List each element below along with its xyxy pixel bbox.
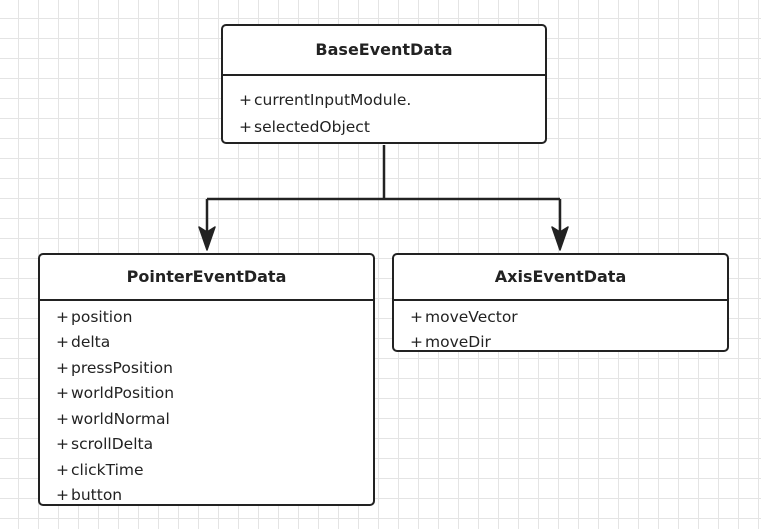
visibility-public: + xyxy=(56,333,69,352)
visibility-public: + xyxy=(56,486,69,505)
attribute-row: +currentInputModule. xyxy=(223,86,545,113)
visibility-public: + xyxy=(56,384,69,403)
visibility-public: + xyxy=(56,460,69,479)
class-box-base-event-data[interactable]: BaseEventData +currentInputModule. +sele… xyxy=(221,24,547,144)
attribute-row: +moveDir xyxy=(394,330,727,356)
attribute-row: +scrollDelta xyxy=(40,432,373,458)
attribute-row: +clickTime xyxy=(40,457,373,483)
class-name-base-event-data: BaseEventData xyxy=(223,26,545,76)
visibility-public: + xyxy=(410,333,423,352)
attribute-row: +worldPosition xyxy=(40,381,373,407)
arrowhead-to-axis xyxy=(551,226,569,251)
visibility-public: + xyxy=(410,307,423,326)
visibility-public: + xyxy=(239,90,252,109)
attribute-row: +pressPosition xyxy=(40,355,373,381)
attribute-row: +worldNormal xyxy=(40,406,373,432)
class-name-pointer-event-data: PointerEventData xyxy=(40,255,373,301)
attribute-name: clickTime xyxy=(71,460,144,479)
attribute-name: pressPosition xyxy=(71,358,173,377)
class-box-pointer-event-data[interactable]: PointerEventData +position +delta +press… xyxy=(38,253,375,506)
attribute-name: moveVector xyxy=(425,307,518,326)
attribute-list-pointer-event-data: +position +delta +pressPosition +worldPo… xyxy=(40,301,373,508)
visibility-public: + xyxy=(56,358,69,377)
attribute-row: +delta xyxy=(40,330,373,356)
visibility-public: + xyxy=(239,117,252,136)
attribute-name: moveDir xyxy=(425,333,491,352)
attribute-name: worldNormal xyxy=(71,409,170,428)
attribute-name: currentInputModule. xyxy=(254,90,412,109)
attribute-name: position xyxy=(71,307,133,326)
attribute-name: button xyxy=(71,486,123,505)
attribute-row: +position xyxy=(40,304,373,330)
attribute-row: +moveVector xyxy=(394,304,727,330)
visibility-public: + xyxy=(56,435,69,454)
attribute-list-axis-event-data: +moveVector +moveDir xyxy=(394,301,727,355)
visibility-public: + xyxy=(56,409,69,428)
attribute-name: worldPosition xyxy=(71,384,175,403)
attribute-name: scrollDelta xyxy=(71,435,154,454)
class-box-axis-event-data[interactable]: AxisEventData +moveVector +moveDir xyxy=(392,253,729,352)
attribute-row: +button xyxy=(40,483,373,509)
arrowhead-to-pointer xyxy=(198,226,216,251)
visibility-public: + xyxy=(56,307,69,326)
attribute-name: delta xyxy=(71,333,111,352)
class-name-axis-event-data: AxisEventData xyxy=(394,255,727,301)
attribute-list-base-event-data: +currentInputModule. +selectedObject xyxy=(223,76,545,140)
attribute-name: selectedObject xyxy=(254,117,370,136)
attribute-row: +selectedObject xyxy=(223,113,545,140)
